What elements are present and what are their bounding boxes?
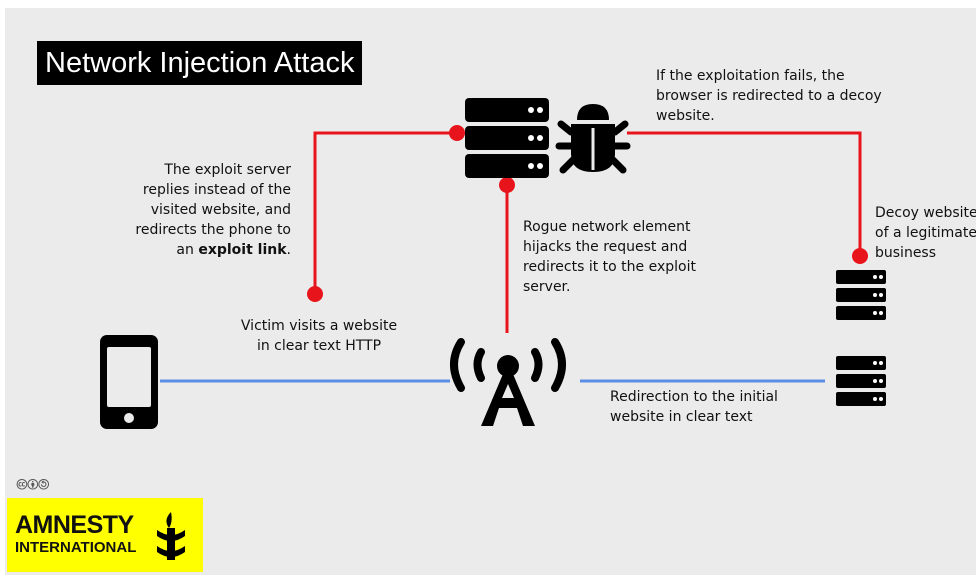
victim-label-line: in clear text HTTP <box>256 338 382 354</box>
victim-label-line: Victim visits a website <box>240 318 398 334</box>
decoy-redirect-label: If the exploitation fails, the browser i… <box>656 66 906 126</box>
decoy-redirect-label-line: website. <box>656 108 715 124</box>
connection-lines <box>160 125 868 383</box>
diagram-slide: Network Injection Attack <box>5 8 976 575</box>
decoy-server-icon <box>836 270 886 320</box>
decoy-site-label-line: Decoy website <box>875 205 976 221</box>
exploit-server-label-line: visited website, and <box>150 202 291 218</box>
exploit-server-label: The exploit server replies instead of th… <box>95 160 291 260</box>
exploit-server-label-line: an exploit link. <box>95 240 291 260</box>
rogue-element-label-line: server. <box>523 279 571 295</box>
logo-line-2: INTERNATIONAL <box>15 539 137 556</box>
rogue-element-label-line: redirects it to the exploit <box>523 259 696 275</box>
decoy-redirect-label-line: browser is redirected to a decoy <box>656 88 882 104</box>
exploit-server-dot <box>449 125 465 141</box>
exploit-server-label-line: The exploit server <box>164 162 291 178</box>
decoy-site-label: Decoy website of a legitimate business <box>875 203 976 263</box>
rogue-dot <box>499 177 515 193</box>
exploit-server-label-line: replies instead of the <box>142 182 291 198</box>
exploit-reply-line <box>313 131 455 294</box>
exploit-link-text: exploit link <box>198 242 287 258</box>
logo-wordmark: AMNESTY INTERNATIONAL <box>15 511 137 556</box>
decoy-dot <box>852 248 868 264</box>
phone-icon <box>100 335 158 429</box>
bug-icon <box>555 104 631 174</box>
redirection-label-line: website in clear text <box>610 409 753 425</box>
decoy-line <box>627 131 862 256</box>
candle-logo-icon <box>157 512 185 560</box>
exploit-link-suffix: . <box>286 242 291 258</box>
decoy-site-label-line: of a legitimate <box>875 225 976 241</box>
exploit-link-prefix: an <box>176 242 199 258</box>
diagram-title: Network Injection Attack <box>37 41 363 85</box>
antenna-icon <box>450 338 566 426</box>
decoy-site-label-line: business <box>875 245 937 261</box>
rogue-element-label-line: hijacks the request and <box>523 239 688 255</box>
exploit-server-icon <box>465 98 549 178</box>
rogue-element-label: Rogue network element hijacks the reques… <box>523 217 723 297</box>
redirection-label-line: Redirection to the initial <box>610 389 778 405</box>
rogue-element-label-line: Rogue network element <box>523 219 691 235</box>
redirection-label: Redirection to the initial website in cl… <box>610 387 810 427</box>
amnesty-logo: AMNESTY INTERNATIONAL <box>7 498 203 572</box>
exploit-reply-dot <box>307 286 323 302</box>
exploit-server-label-line: redirects the phone to <box>135 222 291 238</box>
logo-line-1: AMNESTY <box>15 511 134 539</box>
initial-server-icon <box>836 356 886 406</box>
creative-commons-icon: 🅭🅯🄎 <box>17 475 50 494</box>
decoy-redirect-label-line: If the exploitation fails, the <box>656 68 845 84</box>
victim-label: Victim visits a website in clear text HT… <box>219 316 419 356</box>
